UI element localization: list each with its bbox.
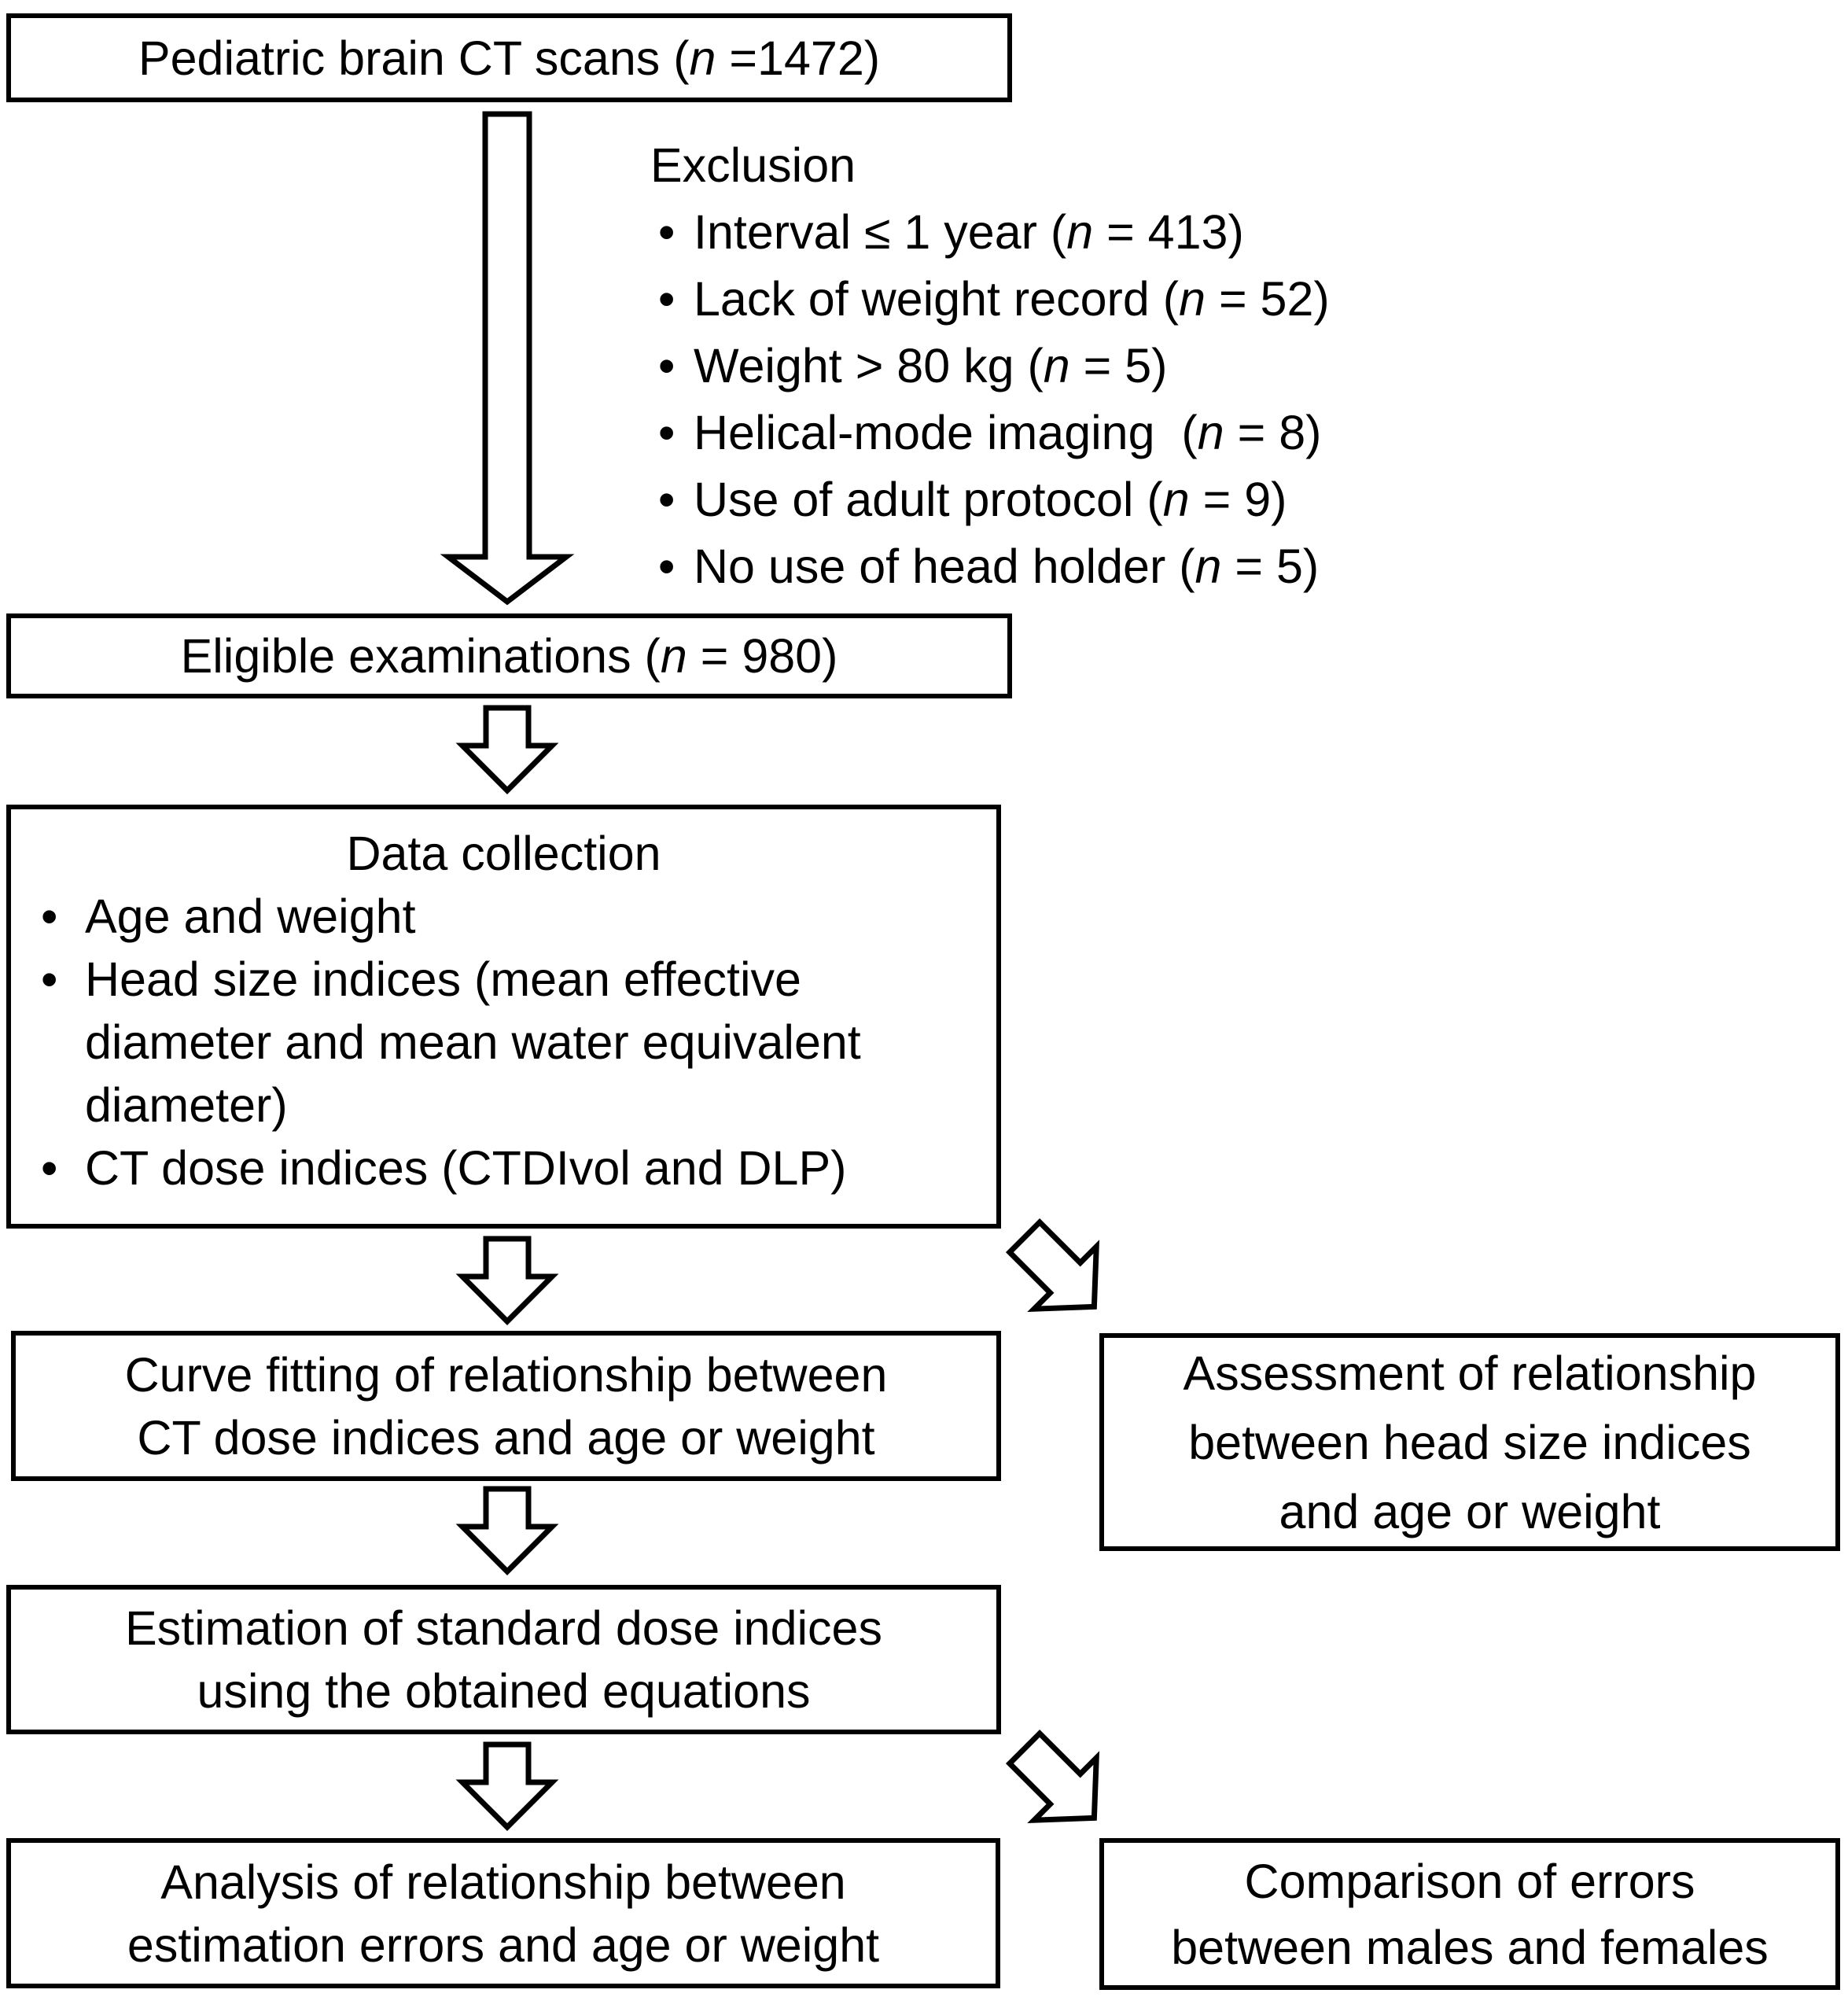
box-label-line: using the obtained equations [197,1664,811,1718]
item-text: = 8) [1224,406,1322,459]
exclusion-item: • Use of adult protocol (n = 9) [650,466,1515,533]
down-arrow-icon [455,1236,559,1325]
label-text: Pediatric brain CT scans ( [138,31,690,85]
box-label: Pediatric brain CT scans (n =1472) [138,27,880,90]
bullet-line: diameter) [85,1078,288,1132]
bullet-line: Head size indices (mean effective [85,952,801,1006]
bullet-icon: • [658,339,676,392]
bullet-icon: • [658,406,676,459]
box-label-line: estimation errors and age or weight [127,1918,880,1972]
item-n-italic: n [1179,272,1206,326]
bullet-icon: • [41,1141,58,1195]
box-label-line: Estimation of standard dose indices [125,1601,882,1655]
box-label-line: Comparison of errors [1244,1854,1695,1908]
item-text: = 52) [1206,272,1330,326]
label-n-italic: n [689,31,716,85]
bullet-icon: • [41,952,58,1006]
down-arrow-icon [455,1741,559,1831]
data-collection-bullet: • Head size indices (mean effective diam… [11,948,996,1137]
item-text: Lack of weight record ( [694,272,1180,326]
box-label-line: and age or weight [1279,1484,1661,1538]
bullet-icon: • [658,473,676,526]
bullet-icon: • [658,540,676,593]
box-label-line: Analysis of relationship between [160,1855,846,1909]
item-n-italic: n [1162,473,1190,526]
box-label-line: between males and females [1171,1920,1769,1974]
down-arrow-icon [440,111,575,606]
diagonal-arrow-icon [1005,1729,1100,1824]
bullet-icon: • [658,205,676,259]
bullet-line: diameter and mean water equivalent [85,1015,861,1069]
down-arrow-icon [455,1486,559,1575]
item-n-italic: n [1066,205,1094,259]
item-text: = 9) [1189,473,1287,526]
box-label-line: Assessment of relationship [1183,1346,1757,1400]
data-collection-bullet: • CT dose indices (CTDIvol and DLP) [11,1137,996,1199]
label-n-italic: n [660,629,687,683]
box-assessment-head-size: Assessment of relationship between head … [1099,1333,1840,1551]
box-comparison-males-females: Comparison of errors between males and f… [1099,1838,1840,1990]
item-text: = 413) [1093,205,1244,259]
bullet-line: Age and weight [85,890,416,943]
exclusion-item: • Helical-mode imaging (n = 8) [650,400,1515,466]
item-text: Use of adult protocol ( [694,473,1163,526]
box-eligible-examinations: Eligible examinations (n = 980) [6,613,1012,698]
label-text: =1472) [716,31,881,85]
label-text: = 980) [687,629,838,683]
bullet-line: CT dose indices (CTDIvol and DLP) [85,1141,847,1195]
item-text: Interval ≤ 1 year ( [694,205,1067,259]
data-collection-title: Data collection [346,827,661,880]
diagonal-arrow-icon [1005,1218,1100,1313]
exclusion-title: Exclusion [650,138,856,192]
item-n-italic: n [1197,406,1224,459]
item-n-italic: n [1195,540,1222,593]
exclusion-item: • Weight > 80 kg (n = 5) [650,333,1515,400]
exclusion-note: Exclusion •Interval ≤ 1 year (n = 413) •… [650,132,1515,600]
bullet-icon: • [658,272,676,326]
exclusion-item: • No use of head holder (n = 5) [650,533,1515,600]
bullet-icon: • [41,890,58,943]
item-text: = 5) [1069,339,1168,392]
item-n-italic: n [1043,339,1070,392]
box-label-line: CT dose indices and age or weight [137,1410,875,1465]
item-text: Weight > 80 kg ( [694,339,1044,392]
down-arrow-icon [455,705,559,794]
item-text: No use of head holder ( [694,540,1195,593]
box-label-line: between head size indices [1188,1415,1751,1469]
box-analysis-errors: Analysis of relationship between estimat… [6,1838,1000,1988]
box-pediatric-ct-scans: Pediatric brain CT scans (n =1472) [6,13,1012,102]
data-collection-bullet: • Age and weight [11,885,996,948]
item-text: = 5) [1221,540,1320,593]
exclusion-item: • Lack of weight record (n = 52) [650,266,1515,333]
item-text: Helical-mode imaging ( [694,406,1198,459]
exclusion-item: • Interval ≤ 1 year (n = 413) [650,199,1515,266]
box-data-collection: Data collection • Age and weight • Head … [6,805,1001,1229]
box-curve-fitting: Curve fitting of relationship between CT… [11,1331,1001,1481]
box-label-line: Curve fitting of relationship between [124,1347,888,1402]
label-text: Eligible examinations ( [180,629,661,683]
box-estimation-standard-dose: Estimation of standard dose indices usin… [6,1585,1001,1734]
box-label: Eligible examinations (n = 980) [181,625,838,687]
